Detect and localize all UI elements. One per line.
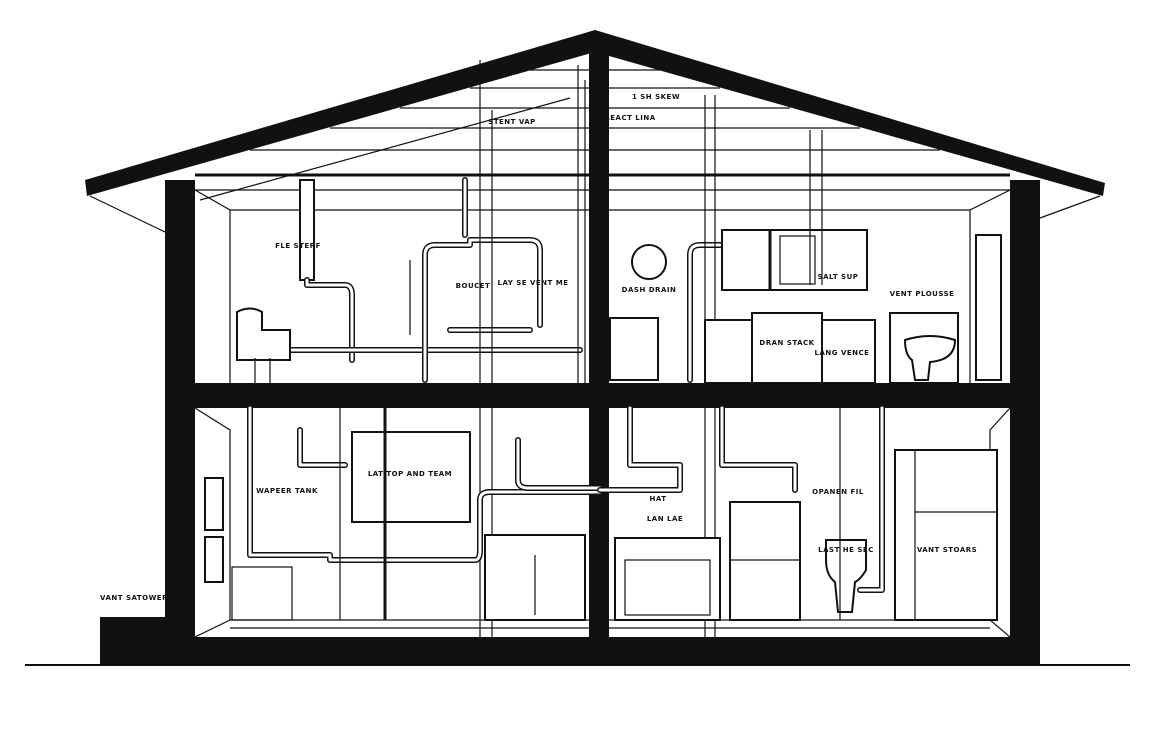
label-lat-top: LAT TOP AND TEAM	[368, 470, 452, 478]
label-lang-vence: LANG VENCE	[815, 349, 870, 357]
label-dash-drain: DASH DRAIN	[622, 286, 677, 294]
lower-left-pipes	[204, 405, 603, 621]
label-water-tank: WAPEER TANK	[256, 487, 318, 495]
refrigerator	[894, 449, 998, 621]
label-last-sec: LAST HE SEC	[818, 546, 874, 554]
stove	[614, 537, 721, 621]
exterior-step	[100, 617, 168, 665]
label-flue-stack: FLE STERF	[275, 242, 321, 250]
label-lan-lae: LAN LAE	[647, 515, 683, 523]
wall-picture	[351, 431, 471, 523]
label-vant-satower: VANT SATOWER	[100, 594, 168, 602]
label-skew: 1 SH SKEW	[632, 93, 680, 101]
label-drain-stack: DRAN STACK	[759, 339, 814, 347]
upper-right-fixtures	[609, 95, 1002, 637]
label-opanen-fil: OPANEN FIL	[812, 488, 864, 496]
washing-machine	[729, 501, 801, 621]
mirror	[631, 244, 667, 280]
label-stent-vap: STENT VAP	[488, 118, 536, 126]
label-salt-sup: SALT SUP	[818, 273, 859, 281]
house-structure	[165, 45, 1040, 665]
label-lay-vent: LAY SE VENT ME	[498, 279, 569, 287]
label-hat: HAT	[649, 495, 666, 503]
upper-left-pipes	[236, 60, 586, 637]
window	[721, 229, 868, 291]
label-react-line: REACT LINA	[604, 114, 655, 122]
label-bucket: BOUCET	[456, 282, 491, 290]
lower-right-fixtures	[597, 405, 998, 621]
diagram-labels: FLE STERF BOUCET LAY SE VENT ME STENT VA…	[100, 93, 977, 602]
pedestal-sink	[609, 317, 659, 381]
door	[975, 234, 1002, 381]
label-vent-plousse: VENT PLOUSSE	[890, 290, 955, 298]
label-vant-stoars: VANT STOARS	[917, 546, 977, 554]
